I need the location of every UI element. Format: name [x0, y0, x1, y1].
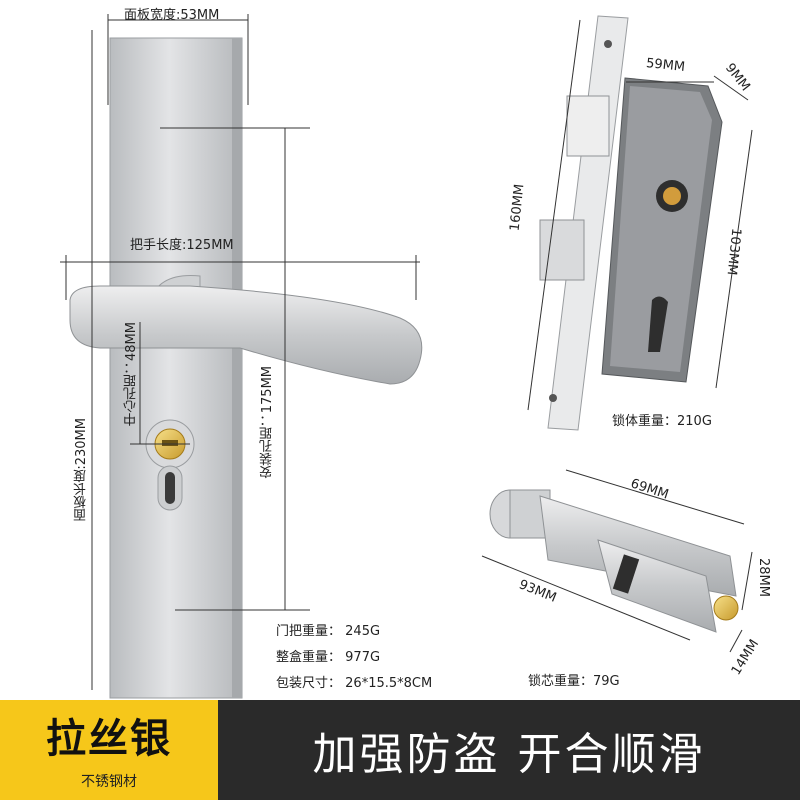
box-weight-value: 977G [345, 650, 381, 665]
handle-length-label: 把手长度:125MM [130, 238, 234, 253]
package-size-label: 包装尺寸： [276, 676, 342, 691]
handle-weight-label: 门把重量： [276, 624, 342, 639]
center-hole-label: 中心孔距：48MM [124, 322, 139, 426]
door-handle-panel [109, 37, 243, 699]
bottom-banner: 拉丝银 不锈钢材 加强防盗 开合顺滑 [0, 700, 800, 800]
mortise-lock-body [539, 15, 723, 431]
box-weight-row: 整盒重量： 977G [276, 646, 380, 665]
cylinder-weight: 锁芯重量：79G [528, 674, 620, 689]
package-size-row: 包装尺寸： 26*15.5*8CM [276, 672, 432, 691]
lockbody-weight: 锁体重量：210G [612, 414, 712, 429]
material-subtitle: 不锈钢材 [81, 774, 137, 790]
cylinder-dimension-lines [481, 469, 753, 653]
banner-slogan-block [218, 700, 800, 800]
lock-cylinder [489, 489, 739, 633]
product-illustration [60, 14, 753, 699]
dimension-lines [60, 14, 420, 690]
banner-finish-block: 拉丝银 不锈钢材 [0, 700, 218, 800]
panel-length-label: 面板长度:230MM [74, 418, 89, 522]
cylinder-height-label: 28MM [756, 558, 771, 597]
finish-title: 拉丝银 [46, 716, 172, 762]
package-size-value: 26*15.5*8CM [345, 676, 433, 691]
panel-width-label: 面板宽度:53MM [124, 8, 220, 23]
handle-weight-row: 门把重量： 245G [276, 620, 380, 639]
box-weight-label: 整盒重量： [276, 650, 342, 665]
install-hole-label: 安装孔距：175MM [260, 366, 275, 479]
slogan-text: 加强防盗 开合顺滑 [312, 729, 706, 780]
handle-weight-value: 245G [345, 624, 381, 639]
door-lever-handle [69, 275, 423, 385]
lockbody-dimension-lines [527, 19, 753, 411]
